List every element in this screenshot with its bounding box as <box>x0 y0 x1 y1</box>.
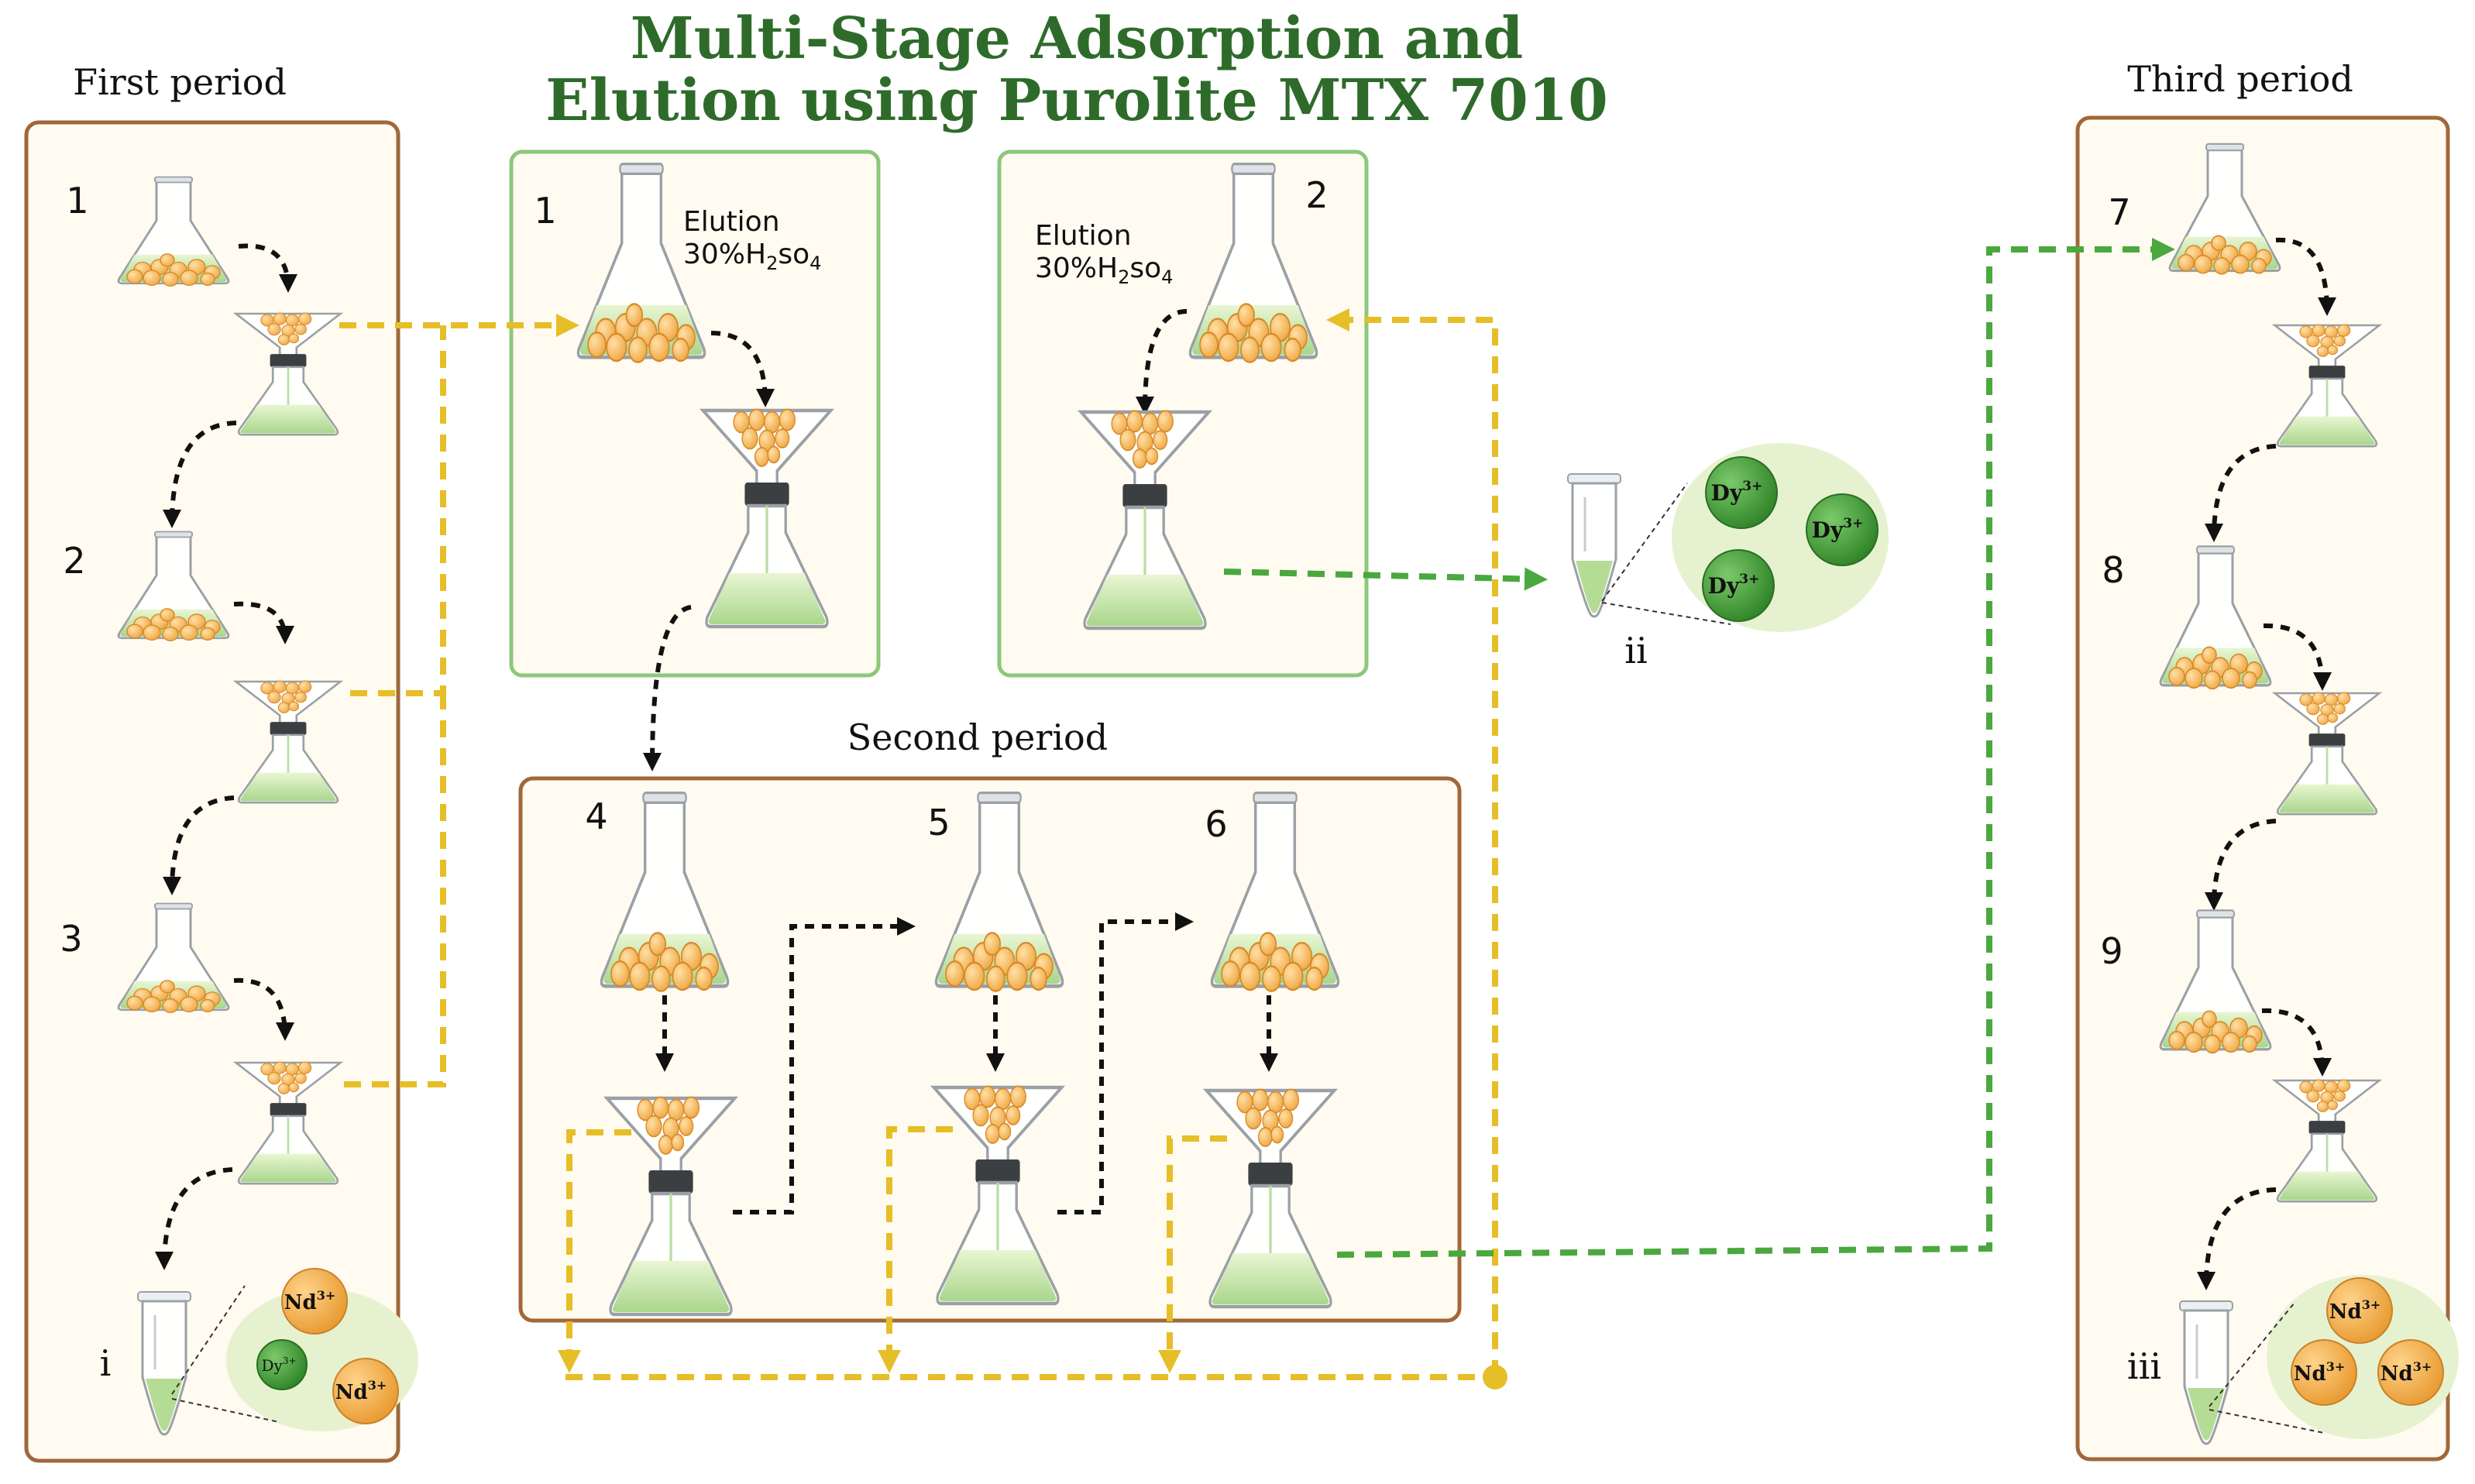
dy-ion-icon: Dy3+ <box>1705 456 1778 529</box>
dy-ion-icon: Dy3+ <box>1702 549 1775 622</box>
elution-2-label: Elution <box>1035 220 1132 252</box>
step-number-3: 3 <box>60 918 82 960</box>
nd-ion-icon: Nd3+ <box>2291 1339 2357 1406</box>
yellow-junction-dot <box>1483 1365 1507 1390</box>
black-flow-arrows <box>155 237 2336 1290</box>
third-period-panel <box>2075 115 2450 1462</box>
svg-text:Dy3+: Dy3+ <box>261 1355 296 1375</box>
yellow-flow-lines <box>339 308 1498 1380</box>
tube-label-i: i <box>100 1342 112 1384</box>
svg-text:Nd3+: Nd3+ <box>2329 1297 2381 1324</box>
third-period-label: Third period <box>2127 58 2353 100</box>
tube-ii <box>1566 472 1622 618</box>
nd-ion-icon: Nd3+ <box>2377 1339 2444 1406</box>
first-period-panel <box>24 120 400 1463</box>
svg-text:Nd3+: Nd3+ <box>2380 1359 2432 1386</box>
step-number-1: 1 <box>66 180 88 222</box>
dy-ion-icon: Dy3+ <box>256 1339 308 1390</box>
step-number-8: 8 <box>2102 549 2124 591</box>
dy-ion-icon: Dy3+ <box>1806 493 1879 566</box>
step-number-2: 2 <box>63 540 85 582</box>
green-flow-lines <box>1223 238 2175 1258</box>
step-number-7: 7 <box>2108 191 2130 233</box>
step-number-4: 4 <box>585 795 607 837</box>
svg-text:Dy3+: Dy3+ <box>1812 516 1864 543</box>
nd-ion-icon: Nd3+ <box>2326 1277 2393 1344</box>
second-period-panel <box>518 776 1462 1323</box>
svg-text:Dy3+: Dy3+ <box>1711 479 1763 506</box>
nd-ion-icon: Nd3+ <box>281 1268 348 1335</box>
elution-step-number-1: 1 <box>534 190 556 232</box>
ion-callout-iii: Nd3+ Nd3+ Nd3+ <box>2209 1275 2459 1439</box>
tube-label-iii: iii <box>2127 1345 2161 1387</box>
ion-callout-i: Nd3+ Dy3+ Nd3+ <box>171 1268 418 1431</box>
svg-text:Nd3+: Nd3+ <box>335 1378 387 1404</box>
tube-label-ii: ii <box>1624 630 1647 672</box>
ion-callout-ii: Dy3+ Dy3+ Dy3+ <box>1601 443 1889 632</box>
first-period-label: First period <box>73 61 287 103</box>
second-period-label: Second period <box>847 716 1108 758</box>
elution-2-reagent: 30%H2so4 <box>1035 252 1173 288</box>
diagram-title-line-2: Elution using Purolite MTX 7010 <box>545 67 1608 134</box>
elution-step-number-2: 2 <box>1305 174 1328 216</box>
step-number-6: 6 <box>1205 803 1227 845</box>
diagram-title-line-1: Multi-Stage Adsorption and <box>631 5 1524 72</box>
step-number-5: 5 <box>927 802 950 843</box>
svg-text:Nd3+: Nd3+ <box>2294 1359 2346 1386</box>
nd-ion-icon: Nd3+ <box>332 1358 399 1424</box>
elution-1-reagent: 30%H2so4 <box>683 239 821 274</box>
svg-text:Dy3+: Dy3+ <box>1708 572 1760 599</box>
svg-text:Nd3+: Nd3+ <box>284 1288 336 1314</box>
step-number-9: 9 <box>2100 930 2123 972</box>
elution-1-label: Elution <box>683 206 780 238</box>
